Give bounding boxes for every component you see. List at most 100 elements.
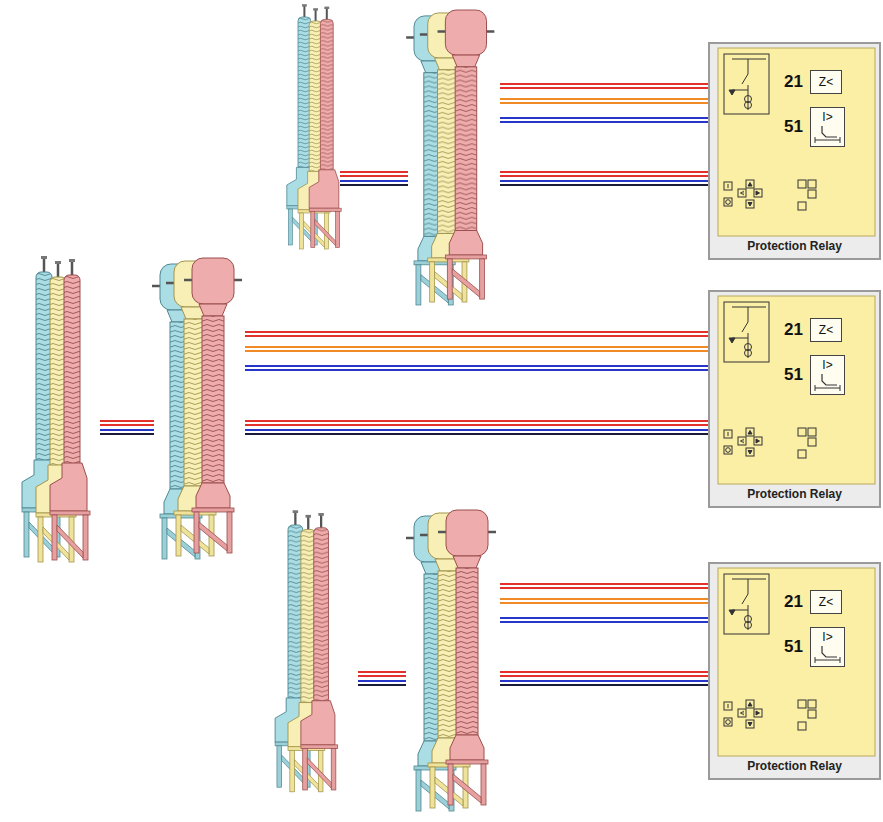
support-leg [52, 515, 57, 560]
relay-caption: Protection Relay [710, 759, 879, 773]
ansi-device-number: 21 [784, 72, 803, 92]
signal-wire [500, 121, 708, 123]
support-leg [162, 518, 167, 559]
signal-wire [358, 675, 406, 677]
ct-head [445, 10, 486, 55]
voltage-transformer [22, 256, 90, 562]
support-leg [290, 750, 295, 791]
signal-wire [500, 175, 708, 177]
function-symbol: Z< [819, 319, 833, 341]
support-brace [57, 525, 83, 558]
signal-wire [500, 87, 708, 89]
terminal-rod [326, 8, 328, 19]
function-symbol: I> [822, 110, 832, 124]
signal-wire [100, 424, 154, 426]
terminal-rod [294, 512, 296, 525]
cable-bundle [500, 672, 708, 685]
support-leg [288, 209, 292, 245]
function-box: 21Z< [810, 70, 842, 94]
signal-wire [500, 184, 708, 186]
signal-wire [245, 369, 708, 371]
current-transformer [406, 10, 494, 305]
ct-neck [452, 55, 479, 67]
terminal-rod [57, 263, 60, 277]
signal-wire [340, 171, 408, 173]
terminal-cap [318, 513, 324, 516]
support-leg [227, 512, 232, 553]
terminal-rod [71, 261, 74, 275]
terminal-rod [303, 6, 305, 17]
support-leg [311, 211, 315, 247]
signal-wire [500, 617, 708, 619]
support-leg [331, 749, 336, 790]
support-plate [50, 511, 90, 515]
signal-wire [358, 680, 406, 682]
insulator-column [314, 528, 329, 705]
protection-relay: Protection Relay21Z<51I> [708, 290, 881, 508]
terminal-cap [41, 256, 47, 259]
cable-bundle [245, 332, 708, 370]
signal-wire [500, 675, 708, 677]
signal-wire [340, 180, 408, 182]
signal-wire [500, 117, 708, 119]
support-leg [277, 746, 282, 787]
cable-bundle [358, 672, 406, 685]
signal-wire [245, 433, 708, 435]
support-plate [301, 745, 338, 749]
relay-face [718, 296, 875, 484]
keypad [724, 428, 816, 458]
signal-wire [500, 680, 708, 682]
support-brace [307, 758, 331, 788]
terminal-cap [69, 259, 75, 262]
signal-wire [245, 350, 708, 352]
support-plate [309, 208, 341, 211]
support-plate [445, 255, 486, 259]
ct-base [450, 735, 484, 760]
relay-face [718, 48, 875, 236]
support-brace [452, 269, 479, 297]
ct-head [192, 258, 234, 304]
support-leg [430, 767, 435, 808]
terminal-cap [55, 261, 61, 264]
function-symbol: I> [822, 358, 832, 372]
signal-wire [358, 684, 406, 686]
insulator-column [320, 19, 333, 173]
signal-wire [500, 102, 708, 104]
phase-unit [309, 7, 341, 248]
ct-neck [199, 304, 227, 316]
support-leg [83, 515, 88, 560]
terminal-cap [313, 8, 318, 10]
signal-wire [340, 184, 408, 186]
ansi-device-number: 21 [784, 320, 803, 340]
signal-wire [245, 335, 708, 337]
support-leg [481, 764, 486, 805]
protection-relay: Protection Relay 21Z< 51I> [708, 562, 881, 780]
signal-wire [500, 583, 708, 585]
signal-wire [100, 420, 154, 422]
keypad [724, 700, 816, 730]
protection-relay: Protection Relay21Z<51I> [708, 42, 881, 260]
signal-wire [245, 429, 708, 431]
cable-bundle [100, 421, 154, 434]
support-brace [315, 219, 336, 245]
insulator-column [64, 275, 80, 467]
terminal-cap [293, 510, 299, 513]
support-leg [416, 770, 421, 811]
current-transformer [406, 510, 496, 811]
signal-wire [500, 587, 708, 589]
support-leg [447, 259, 452, 299]
ct-base [449, 231, 482, 256]
function-box: 21Z< [810, 590, 842, 614]
signal-wire [358, 671, 406, 673]
function-symbol: Z< [819, 71, 833, 93]
support-plate [446, 760, 488, 764]
terminal-rod [43, 258, 46, 272]
signal-wire [500, 98, 708, 100]
function-symbol: I> [822, 630, 832, 644]
signal-wire [340, 175, 408, 177]
single-line-symbol [724, 574, 769, 634]
ansi-device-number: 21 [784, 592, 803, 612]
terminal-cap [305, 515, 311, 518]
terminal-rod [315, 10, 317, 21]
function-box: 51I> [810, 627, 845, 667]
